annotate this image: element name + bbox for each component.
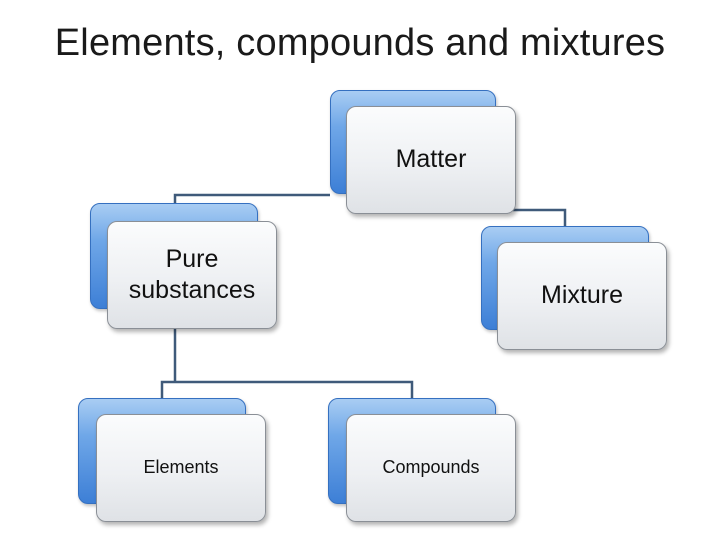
node-matter-front: Matter — [346, 106, 516, 214]
node-elements-label: Elements — [143, 457, 219, 478]
node-compounds: Compounds — [328, 398, 518, 524]
node-matter-label: Matter — [395, 145, 467, 174]
node-elements: Elements — [78, 398, 268, 524]
node-pure-substances: Pure substances — [90, 203, 280, 329]
connector-matter-pure-substances — [173, 193, 330, 205]
node-mixture: Mixture — [481, 226, 669, 352]
node-compounds-front: Compounds — [346, 414, 516, 522]
connector-pure-substances-elements — [160, 380, 175, 398]
node-pure-substances-front: Pure substances — [107, 221, 277, 329]
connector-pure-substances-compounds — [175, 380, 414, 398]
node-mixture-label: Mixture — [541, 281, 623, 310]
connector-matter-mixture — [512, 208, 567, 226]
node-compounds-label: Compounds — [382, 457, 480, 478]
node-matter: Matter — [330, 90, 518, 216]
node-mixture-front: Mixture — [497, 242, 667, 350]
slide-title: Elements, compounds and mixtures — [54, 22, 666, 64]
node-pure-substances-label: Pure substances — [128, 244, 256, 304]
node-elements-front: Elements — [96, 414, 266, 522]
